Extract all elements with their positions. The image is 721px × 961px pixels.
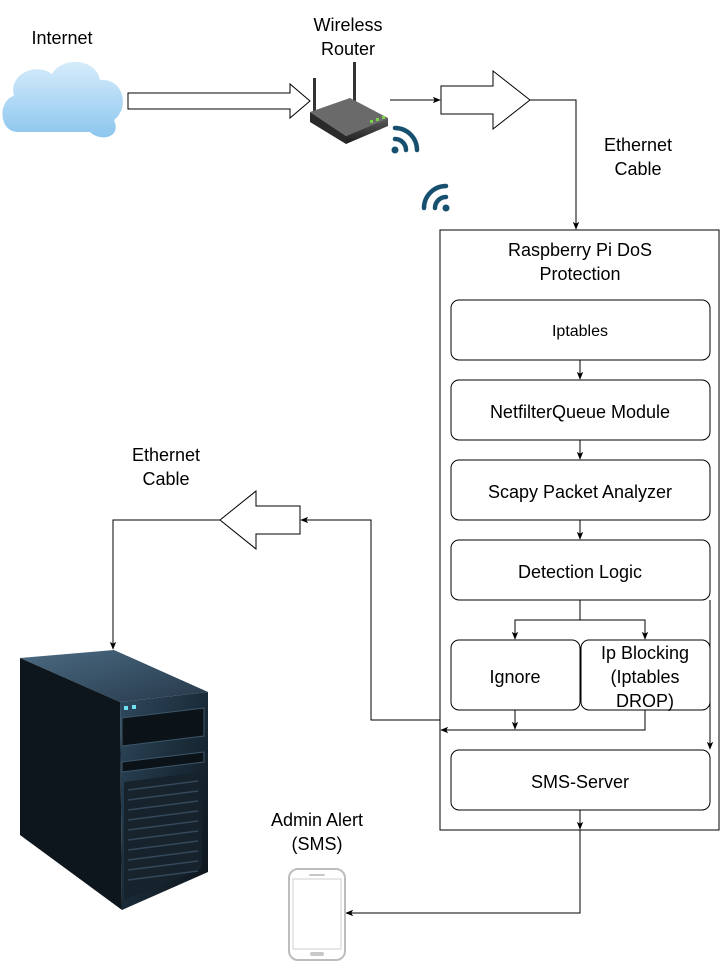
pi-title-line1: Raspberry Pi DoS bbox=[508, 240, 652, 260]
ethernet-cable-left-line1: Ethernet bbox=[132, 445, 200, 465]
connector-sms-to-phone bbox=[345, 830, 581, 917]
connector-pi-to-left-arrow bbox=[300, 516, 440, 721]
server-tower-icon bbox=[20, 650, 208, 910]
ip-blocking-label-line2: (Iptables bbox=[610, 667, 679, 687]
ignore-label: Ignore bbox=[489, 667, 540, 687]
connector-block-back bbox=[440, 710, 646, 734]
iptables-label: Iptables bbox=[552, 323, 608, 340]
scapy-label: Scapy Packet Analyzer bbox=[488, 482, 672, 502]
detection-logic-label: Detection Logic bbox=[518, 562, 642, 582]
arrow-router-to-pi bbox=[440, 69, 531, 131]
ip-blocking-label-line3: DROP) bbox=[616, 691, 674, 711]
ethernet-cable-top-line1: Ethernet bbox=[604, 135, 672, 155]
admin-alert-label-line1: Admin Alert bbox=[271, 810, 363, 830]
sms-server-label: SMS-Server bbox=[531, 772, 629, 792]
wifi-signal-icon bbox=[421, 183, 450, 212]
wifi-signal-icon bbox=[391, 125, 420, 154]
pi-title-line2: Protection bbox=[539, 264, 620, 284]
router-label-line1: Wireless bbox=[313, 15, 382, 35]
ethernet-cable-left-line2: Cable bbox=[142, 469, 189, 489]
internet-label: Internet bbox=[31, 28, 92, 48]
router-label-line2: Router bbox=[321, 39, 375, 59]
connector-detection-split bbox=[511, 600, 581, 640]
admin-alert-label-line2: (SMS) bbox=[292, 834, 343, 854]
wireless-router-icon bbox=[310, 62, 388, 144]
connector-detection-block bbox=[580, 619, 649, 640]
arrow-pi-to-server bbox=[219, 489, 301, 551]
smartphone-icon bbox=[288, 868, 346, 961]
ip-blocking-label-line1: Ip Blocking bbox=[601, 643, 689, 663]
netfilterqueue-label: NetfilterQueue Module bbox=[490, 402, 670, 422]
arrow-internet-to-router bbox=[127, 82, 311, 120]
cloud-icon bbox=[2, 61, 123, 138]
connector-to-server bbox=[109, 519, 220, 650]
connector-to-pi bbox=[530, 99, 580, 230]
ethernet-cable-top-line2: Cable bbox=[614, 159, 661, 179]
